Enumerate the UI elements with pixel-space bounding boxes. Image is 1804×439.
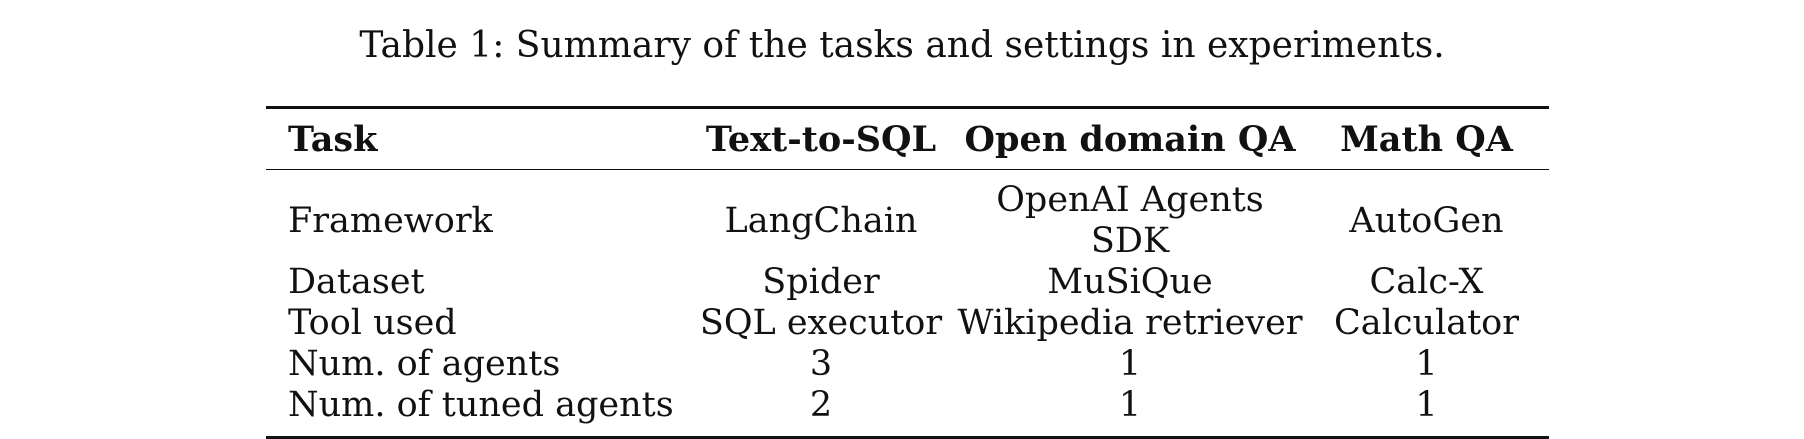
header-math-qa: Math QA	[1340, 118, 1513, 160]
row-label: Dataset	[288, 262, 425, 302]
summary-table: Task Text-to-SQL Open domain QA Math QA …	[266, 106, 1549, 439]
table-cell: 3	[809, 344, 833, 384]
row-label: Tool used	[288, 303, 457, 343]
table-cell: SQL executor	[699, 303, 943, 343]
row-label: Num. of tuned agents	[288, 385, 674, 425]
table-header-row: Task Text-to-SQL Open domain QA Math QA	[266, 107, 1549, 170]
table-cell: 1	[1415, 344, 1438, 384]
table-row-tool-used: Tool used SQL executor Wikipedia retriev…	[266, 303, 1549, 344]
header-task: Task	[288, 118, 378, 160]
table-row-num-tuned-agents: Num. of tuned agents 2 1 1	[266, 385, 1549, 438]
table-cell: OpenAI Agents SDK	[996, 180, 1264, 261]
table-cell: Calculator	[1334, 303, 1519, 343]
header-open-domain-qa: Open domain QA	[964, 118, 1296, 160]
table-cell: Spider	[762, 262, 880, 302]
table-cell: 1	[1118, 344, 1142, 384]
table-row-framework: Framework LangChain OpenAI Agents SDK Au…	[266, 170, 1549, 263]
table-cell: 2	[809, 385, 833, 425]
table-cell: Calc-X	[1369, 262, 1484, 302]
summary-table-container: Task Text-to-SQL Open domain QA Math QA …	[266, 106, 1549, 439]
table-caption: Table 1: Summary of the tasks and settin…	[359, 25, 1445, 66]
table-cell: MuSiQue	[1047, 262, 1213, 302]
table-cell: LangChain	[724, 200, 918, 241]
table-row-dataset: Dataset Spider MuSiQue Calc-X	[266, 262, 1549, 303]
row-label: Num. of agents	[288, 344, 561, 384]
table-cell: 1	[1118, 385, 1142, 425]
table-row-num-agents: Num. of agents 3 1 1	[266, 344, 1549, 385]
table-cell: 1	[1415, 385, 1438, 425]
header-text-to-sql: Text-to-SQL	[705, 118, 937, 160]
table-cell: Wikipedia retriever	[957, 303, 1303, 343]
table-cell: AutoGen	[1349, 200, 1504, 241]
row-label: Framework	[288, 200, 493, 241]
